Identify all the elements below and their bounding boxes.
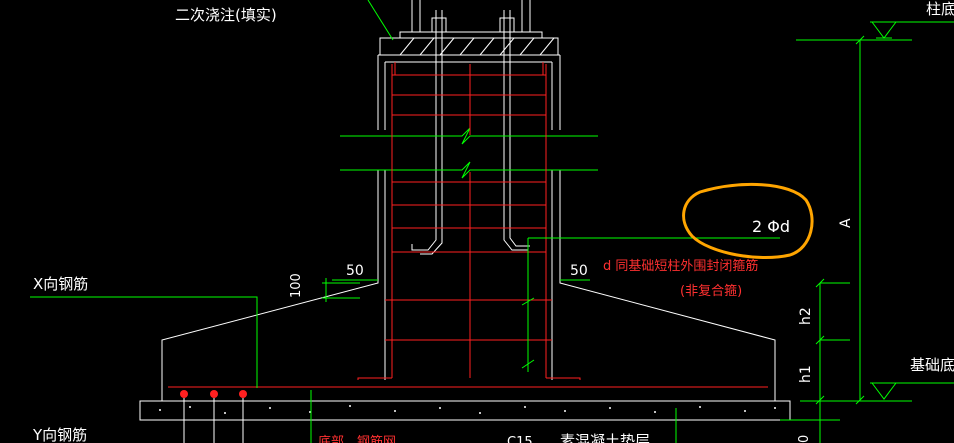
break-line [340, 127, 598, 179]
anchor-bolts [411, 10, 530, 255]
rebar-dots [180, 390, 247, 398]
stirrup-note-2: (非复合箍) [680, 283, 742, 299]
grout-label: 二次浇注(填实) [175, 6, 277, 24]
dim-a: A [838, 218, 854, 228]
dim-h2: h2 [798, 307, 814, 325]
x-rebar-label: X向钢筋 [33, 275, 88, 293]
leader-lines [30, 0, 954, 443]
dim-50-left: 50 [346, 263, 364, 279]
dim-100: 100 [289, 273, 304, 298]
footing-outline [161, 170, 776, 402]
highlight-circle [682, 183, 814, 259]
foundation-bottom-label: 基础底 [910, 356, 954, 374]
bottom-note-cushion: 素混凝土垫层 [560, 432, 650, 443]
dim-h1: h1 [798, 365, 814, 383]
stirrup-note-1: d 同基础短柱外围封闭箍筋 [603, 258, 758, 274]
dim-50-right: 50 [570, 263, 588, 279]
rebar-dot-leaders [183, 398, 244, 443]
column-top-label: 柱底 [926, 0, 954, 18]
dim-zero: 0 [797, 435, 812, 443]
y-rebar-label: Y向钢筋 [32, 426, 87, 443]
rebar-cage [168, 62, 768, 388]
bottom-note-c: C15 [507, 435, 533, 443]
grout-layer [379, 0, 559, 56]
bottom-note-red: 底部…钢筋网 [318, 434, 396, 443]
stirrup-spec: 2 Φd [752, 217, 790, 236]
